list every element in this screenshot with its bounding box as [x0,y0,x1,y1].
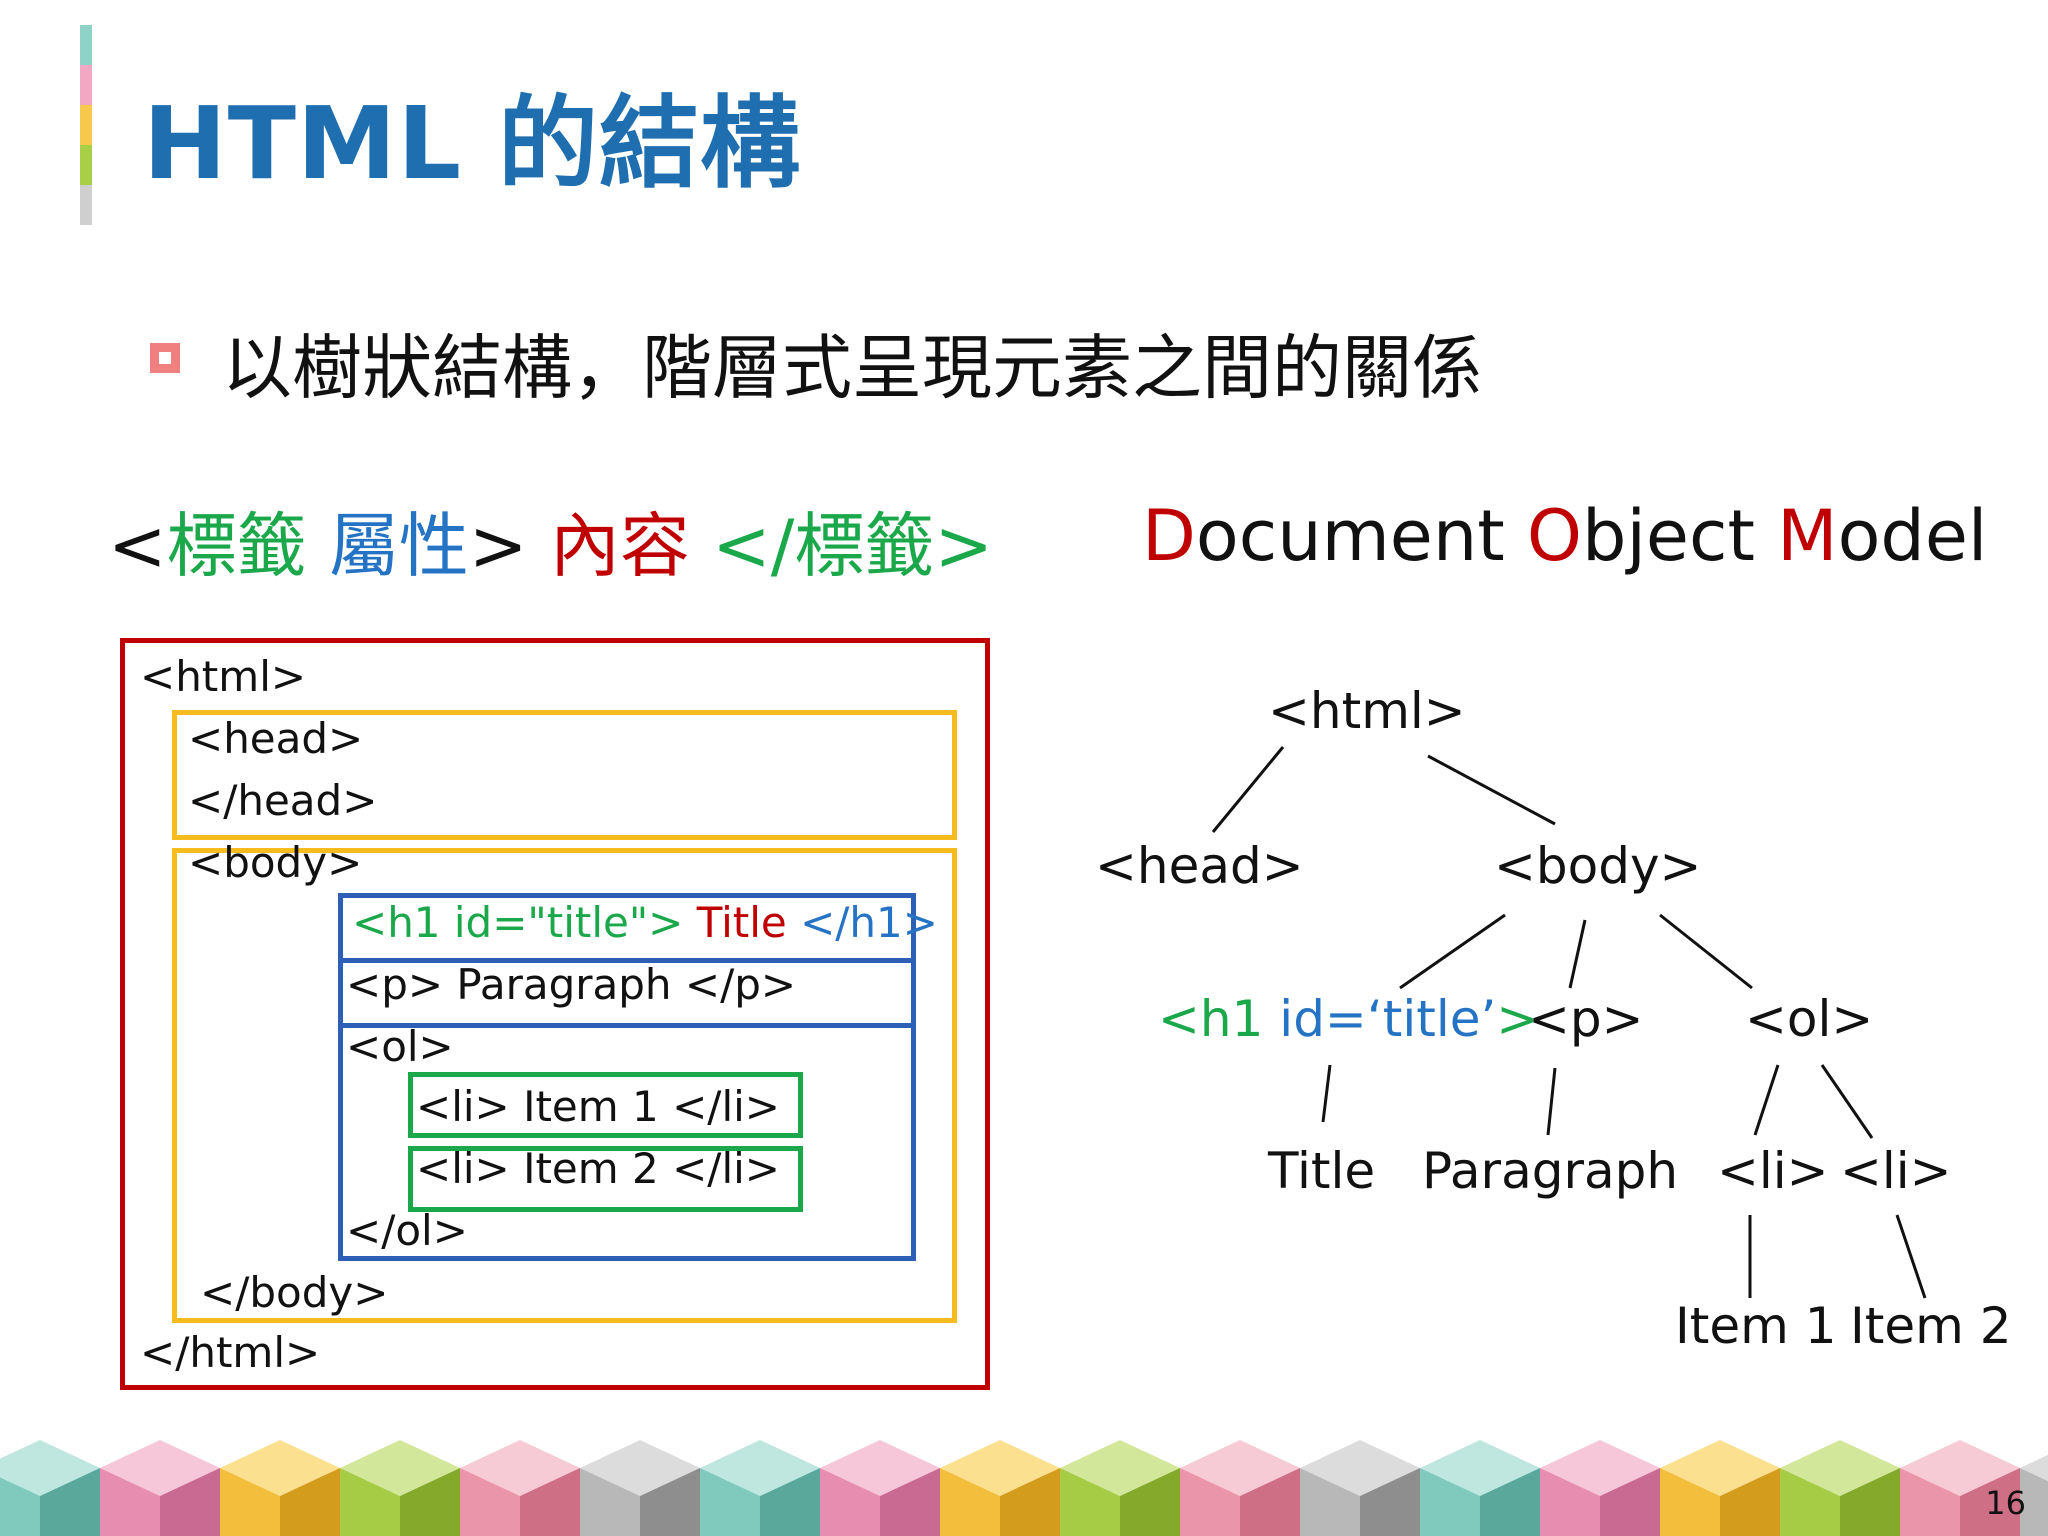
page-number: 16 [1985,1484,2026,1522]
